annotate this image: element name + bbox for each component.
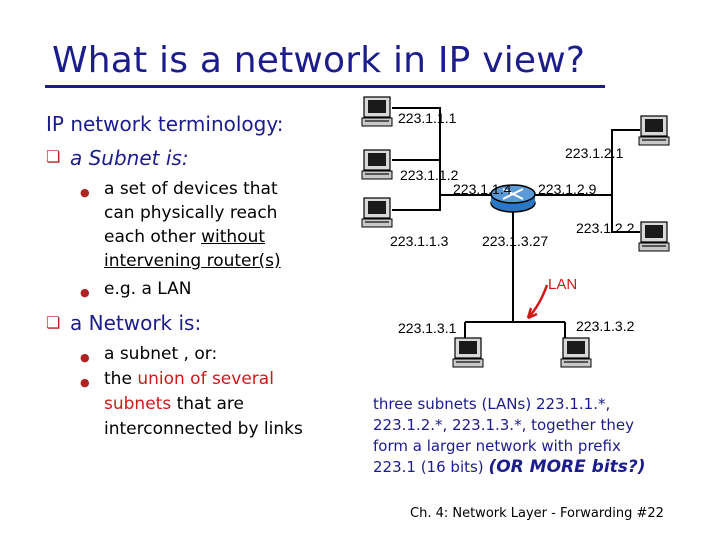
ip-label: 223.1.3.1 (398, 320, 457, 336)
network-label: a Network is: (70, 311, 202, 335)
computer-icon (361, 197, 393, 228)
subnet-label: a Subnet is: (70, 146, 189, 170)
subnet-example: e.g. a LAN (104, 279, 192, 299)
sub-bullet-icon: ● (80, 186, 90, 199)
bullet-icon: ❏ (46, 147, 61, 166)
computer-icon (452, 337, 484, 368)
computer-icon (361, 149, 393, 180)
computer-icon (361, 96, 393, 127)
note-line3: form a larger network with prefix (373, 437, 621, 455)
lan-label: LAN (548, 276, 578, 293)
network-def-1: a subnet , or: (104, 344, 218, 364)
note-line2: 223.1.2.*, 223.1.3.*, together they (373, 416, 634, 434)
subnet-def-line4: intervening router(s) (104, 251, 281, 271)
ip-label: 223.1.1.4 (453, 181, 512, 197)
title-underline (45, 85, 605, 88)
network-def-2-line3: interconnected by links (104, 419, 303, 439)
network-def-2-line2: subnets that are (104, 394, 245, 414)
ip-label: 223.1.2.2 (576, 220, 635, 236)
bullet-icon: ❏ (46, 313, 61, 332)
page-title: What is a network in IP view? (52, 40, 586, 81)
subnet-def-line3: each other without (104, 227, 266, 247)
ip-label: 223.1.1.1 (398, 110, 457, 126)
terminology-heading: IP network terminology: (46, 112, 284, 136)
computer-icon (638, 221, 670, 252)
sub-bullet-icon: ● (80, 376, 90, 389)
network-def-2-line1: the union of several (104, 369, 274, 389)
ip-label: 223.1.1.3 (390, 233, 449, 249)
subnet-def-line2: can physically reach (104, 203, 278, 223)
subnet-1-wires (392, 107, 492, 211)
ip-label: 223.1.3.27 (482, 233, 549, 249)
lan-arrow (527, 284, 549, 319)
subnet-2-wires (534, 129, 640, 233)
note-line1: three subnets (LANs) 223.1.1.*, (373, 395, 611, 413)
computer-icon (560, 337, 592, 368)
slide-footer: Ch. 4: Network Layer - Forwarding #22 (410, 506, 664, 521)
lan-arrow-head (526, 307, 538, 320)
subnet-def-line1: a set of devices that (104, 179, 278, 199)
ip-label: 223.1.2.9 (538, 181, 597, 197)
ip-label: 223.1.2.1 (565, 145, 624, 161)
computer-icon (638, 115, 670, 146)
router-icon (490, 184, 536, 213)
note-line4: 223.1 (16 bits) (OR MORE bits?) (373, 457, 646, 477)
sub-bullet-icon: ● (80, 351, 90, 364)
sub-bullet-icon: ● (80, 286, 90, 299)
ip-label: 223.1.1.2 (400, 167, 459, 183)
ip-label: 223.1.3.2 (576, 318, 635, 334)
